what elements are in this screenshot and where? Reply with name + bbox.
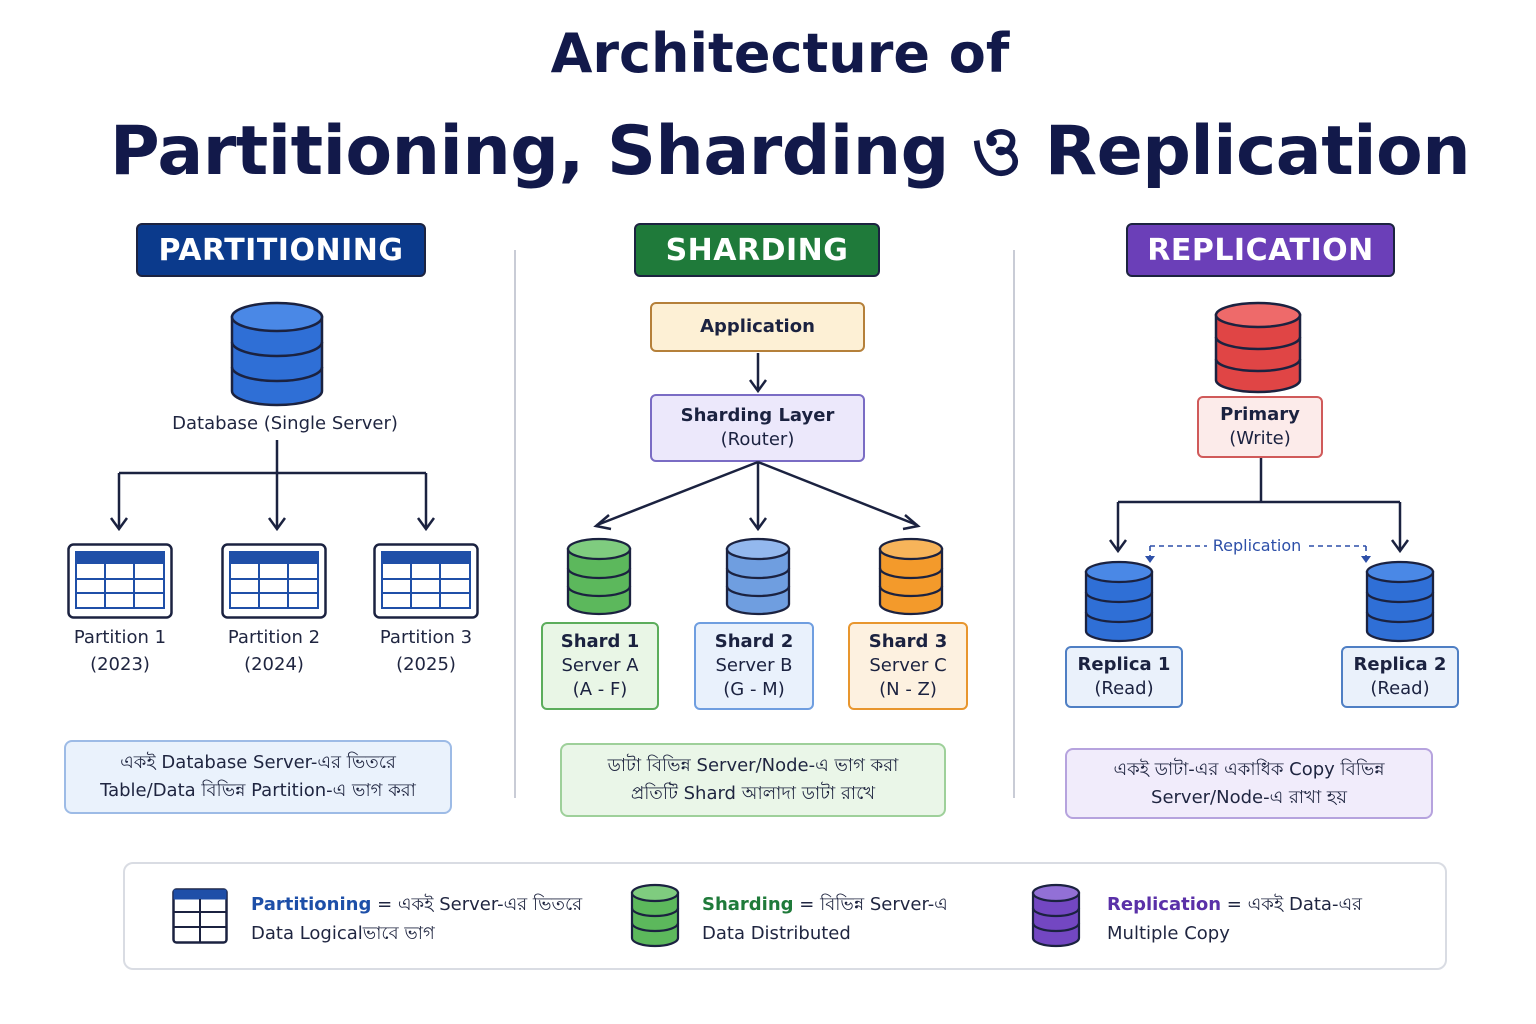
- divider-right: [1013, 250, 1015, 798]
- title-line-1: Architecture of: [550, 22, 1010, 85]
- database-icon: [1031, 883, 1081, 948]
- replica-1-database-icon: [1084, 560, 1154, 643]
- note-line: Table/Data বিভিন্ন Partition-এ ভাগ করা: [100, 780, 416, 801]
- application-label: Application: [700, 316, 815, 337]
- note-line: প্রতিটি Shard আলাদা ডাটা রাখে: [630, 783, 876, 804]
- legend-term: Replication: [1107, 894, 1222, 915]
- partition-name: Partition 2: [227, 627, 321, 648]
- legend-term: Partitioning: [251, 894, 372, 915]
- shard-2-database-icon: [725, 537, 791, 616]
- table-icon: [221, 543, 327, 619]
- sharding-layer-label: Sharding Layer: [680, 405, 835, 426]
- replication-note: একই ডাটা-এর একাধিক Copy বিভিন্ন Server/N…: [1065, 748, 1433, 819]
- partition-name: Partition 1: [73, 627, 167, 648]
- table-icon: [67, 543, 173, 619]
- partition-year: (2023): [90, 654, 150, 675]
- replica-sub: (Read): [1094, 678, 1154, 699]
- shard-3-box: Shard 3 Server C (N - Z): [848, 622, 968, 710]
- title-line-2: Partitioning, Sharding ও Replication: [109, 112, 1471, 191]
- legend-def: = একই Data-এর: [1221, 894, 1363, 915]
- partition-name: Partition 3: [379, 627, 473, 648]
- replica-label: Replica 1: [1077, 654, 1171, 675]
- shard-3-database-icon: [878, 537, 944, 616]
- legend-def: = বিভিন্ন Server-এ: [793, 894, 948, 915]
- shard-server: Server B: [715, 655, 793, 676]
- primary-sub: (Write): [1229, 428, 1291, 449]
- shard-name: Shard 1: [560, 631, 640, 652]
- sharding-layer-box: Sharding Layer (Router): [650, 394, 865, 462]
- replication-header: REPLICATION: [1126, 223, 1395, 277]
- shard-range: (A - F): [572, 679, 628, 700]
- partitioning-header: PARTITIONING: [136, 223, 426, 277]
- shard-server: Server C: [869, 655, 947, 676]
- legend-line2: Multiple Copy: [1107, 923, 1230, 944]
- shard-1-database-icon: [566, 537, 632, 616]
- replica-sub: (Read): [1370, 678, 1430, 699]
- legend-term: Sharding: [702, 894, 794, 915]
- legend-line2: Data Logicalভাবে ভাগ: [251, 923, 435, 944]
- note-line: Server/Node-এ রাখা হয়: [1151, 786, 1347, 808]
- shard-name: Shard 3: [868, 631, 948, 652]
- replication-flow-label: Replication: [1212, 536, 1302, 555]
- partition-year: (2025): [396, 654, 456, 675]
- primary-label: Primary: [1220, 404, 1300, 425]
- note-line: একই Database Server-এর ভিতরে: [120, 752, 396, 773]
- shard-1-box: Shard 1 Server A (A - F): [541, 622, 659, 710]
- shard-name: Shard 2: [714, 631, 794, 652]
- sharding-note: ডাটা বিভিন্ন Server/Node-এ ভাগ করা প্রতি…: [560, 743, 946, 817]
- replica-2-box: Replica 2 (Read): [1341, 646, 1459, 708]
- replica-1-box: Replica 1 (Read): [1065, 646, 1183, 708]
- table-icon: [373, 543, 479, 619]
- shard-range: (N - Z): [879, 679, 937, 700]
- legend-sharding-text: Sharding = বিভিন্ন Server-এ Data Distrib…: [702, 890, 1022, 948]
- legend: Partitioning = একই Server-এর ভিতরে Data …: [123, 862, 1447, 970]
- shard-2-box: Shard 2 Server B (G - M): [694, 622, 814, 710]
- primary-database-icon: [1214, 301, 1302, 394]
- replica-label: Replica 2: [1353, 654, 1447, 675]
- sharding-layer-sub: (Router): [720, 429, 795, 450]
- divider-left: [514, 250, 516, 798]
- legend-def: = একই Server-এর ভিতরে: [371, 894, 583, 915]
- sharding-header: SHARDING: [634, 223, 880, 277]
- shard-range: (G - M): [723, 679, 785, 700]
- note-line: একই ডাটা-এর একাধিক Copy বিভিন্ন: [1113, 758, 1385, 780]
- partition-year: (2024): [244, 654, 304, 675]
- database-icon: [630, 883, 680, 948]
- database-icon: [230, 301, 324, 407]
- legend-partitioning-text: Partitioning = একই Server-এর ভিতরে Data …: [251, 890, 591, 948]
- database-label: Database (Single Server): [172, 413, 398, 434]
- table-icon: [172, 888, 228, 944]
- partitioning-note: একই Database Server-এর ভিতরে Table/Data …: [64, 740, 452, 814]
- application-box: Application: [650, 302, 865, 352]
- legend-line2: Data Distributed: [702, 923, 851, 944]
- note-line: ডাটা বিভিন্ন Server/Node-এ ভাগ করা: [607, 755, 899, 776]
- replica-2-database-icon: [1365, 560, 1435, 643]
- legend-replication-text: Replication = একই Data-এর Multiple Copy: [1107, 890, 1427, 948]
- shard-server: Server A: [561, 655, 639, 676]
- primary-box: Primary (Write): [1197, 396, 1323, 458]
